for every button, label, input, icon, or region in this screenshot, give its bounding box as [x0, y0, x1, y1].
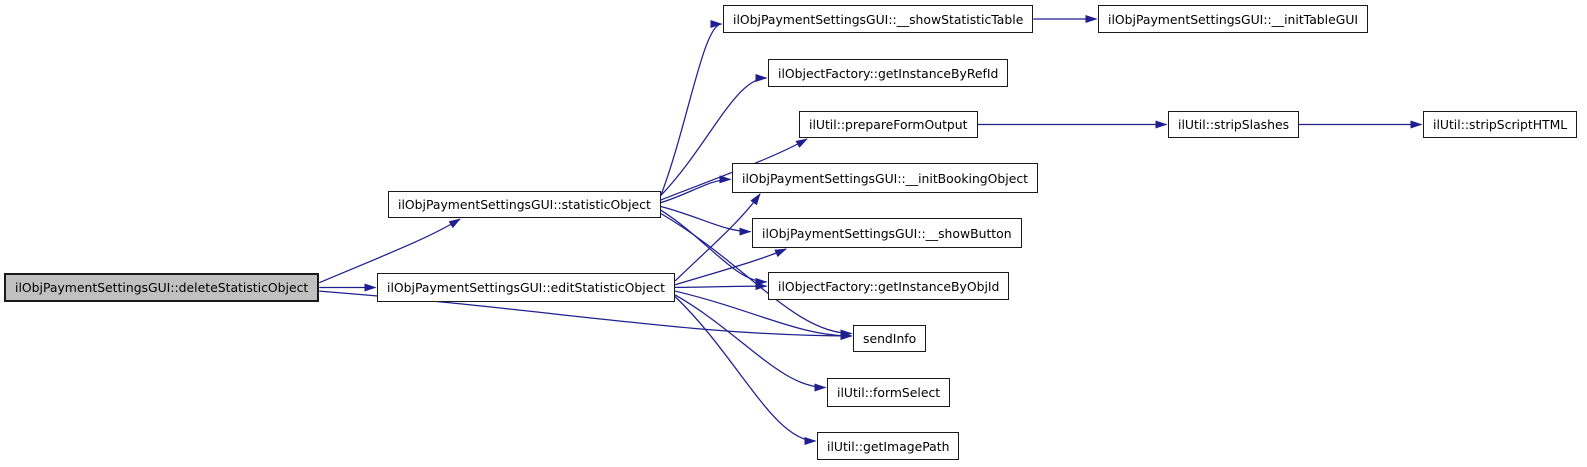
edge-editStatisticObject-to-getImagePath: [674, 296, 817, 445]
edge-statisticObject-to-getInstanceByObjId: [660, 209, 768, 286]
edge-statisticObject-to-getInstanceByRefId: [660, 74, 768, 196]
edge-statisticObject-to-sendInfo: [660, 212, 853, 338]
graph-node-formSelect[interactable]: ilUtil::formSelect: [827, 378, 951, 407]
edge-statisticObject-to-initBookingObject: [660, 175, 732, 204]
graph-node-statisticObject[interactable]: ilObjPaymentSettingsGUI::statisticObject: [388, 191, 661, 218]
graph-node-showStatisticTable[interactable]: ilObjPaymentSettingsGUI::__showStatistic…: [723, 5, 1034, 33]
edge-editStatisticObject-to-initBookingObject: [674, 193, 761, 282]
edge-deleteStatisticObject-to-statisticObject: [319, 218, 461, 284]
graph-node-getInstanceByRefId[interactable]: ilObjectFactory::getInstanceByRefId: [768, 59, 1009, 87]
edge-statisticObject-to-showStatisticTable: [660, 20, 723, 196]
graph-node-initTableGUI[interactable]: ilObjPaymentSettingsGUI::__initTableGUI: [1098, 5, 1369, 33]
edge-editStatisticObject-to-sendInfo: [674, 290, 853, 340]
graph-node-initBookingObject[interactable]: ilObjPaymentSettingsGUI::__initBookingOb…: [732, 163, 1039, 193]
graph-node-editStatisticObject[interactable]: ilObjPaymentSettingsGUI::editStatisticOb…: [377, 273, 676, 302]
graph-node-getImagePath[interactable]: ilUtil::getImagePath: [817, 432, 960, 460]
graph-node-getInstanceByObjId[interactable]: ilObjectFactory::getInstanceByObjId: [768, 272, 1010, 300]
graph-node-prepareFormOutput[interactable]: ilUtil::prepareFormOutput: [799, 111, 978, 138]
graph-node-stripScriptHTML[interactable]: ilUtil::stripScriptHTML: [1423, 111, 1578, 138]
graph-node-deleteStatisticObject[interactable]: ilObjPaymentSettingsGUI::deleteStatistic…: [4, 273, 320, 302]
graph-node-stripSlashes[interactable]: ilUtil::stripSlashes: [1168, 111, 1300, 138]
graph-node-showButton[interactable]: ilObjPaymentSettingsGUI::__showButton: [752, 218, 1022, 248]
edge-editStatisticObject-to-showButton: [674, 248, 787, 286]
edge-statisticObject-to-showButton: [660, 205, 752, 236]
edge-editStatisticObject-to-getInstanceByObjId: [675, 282, 768, 291]
graph-node-sendInfo[interactable]: sendInfo: [853, 325, 927, 352]
edge-editStatisticObject-to-formSelect: [674, 294, 827, 392]
